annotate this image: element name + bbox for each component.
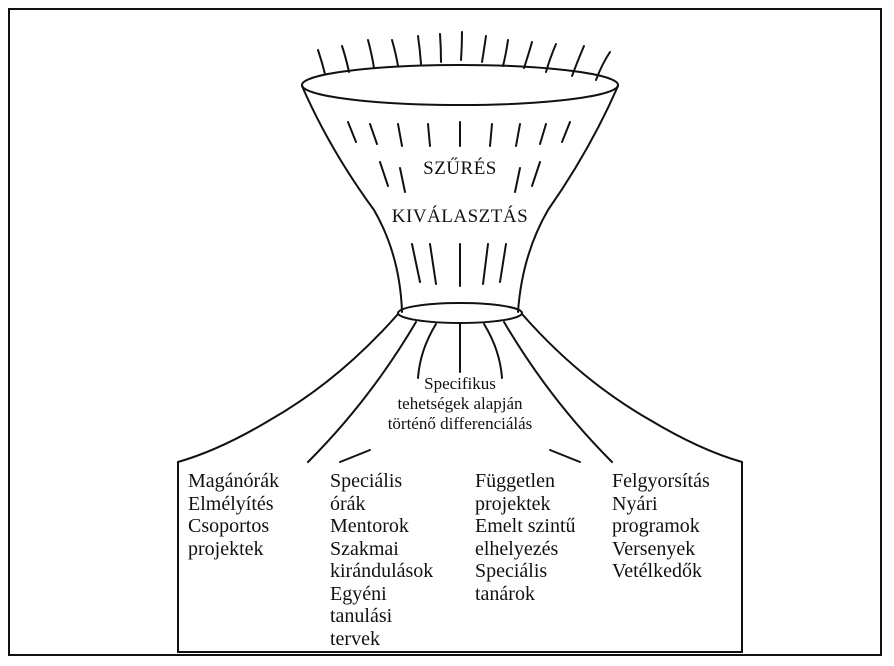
list-item: Független [475, 470, 576, 493]
list-item: kirándulások [330, 560, 433, 583]
funnel-top-ellipse [302, 65, 618, 105]
list-item: elhelyezés [475, 538, 576, 561]
list-item: tervek [330, 628, 433, 651]
list-item: Versenyek [612, 538, 710, 561]
list-item: Egyéni [330, 583, 433, 606]
list-item: Magánórák [188, 470, 279, 493]
column-private-lessons: Magánórák Elmélyítés Csoportos projektek [188, 470, 279, 560]
funnel-left-side [302, 86, 402, 312]
list-item: Csoportos [188, 515, 279, 538]
list-item: Emelt szintű [475, 515, 576, 538]
selection-label: KIVÁLASZTÁS [372, 206, 548, 228]
list-item: Nyári [612, 493, 710, 516]
column-independent-projects: Független projektek Emelt szintű elhelye… [475, 470, 576, 605]
differentiation-line: Specifikus [370, 374, 550, 394]
filtering-label: SZŰRÉS [412, 158, 508, 180]
list-item: Vetélkedők [612, 560, 710, 583]
column-acceleration: Felgyorsítás Nyári programok Versenyek V… [612, 470, 710, 583]
column-special-classes: Speciális órák Mentorok Szakmai kirándul… [330, 470, 433, 650]
list-item: Felgyorsítás [612, 470, 710, 493]
list-item: tanárok [475, 583, 576, 606]
funnel-right-side [518, 86, 618, 312]
differentiation-line: tehetségek alapján [370, 394, 550, 414]
list-item: projektek [188, 538, 279, 561]
input-wisps [318, 32, 610, 80]
list-item: programok [612, 515, 710, 538]
funnel-inner-strokes [348, 122, 570, 286]
list-item: órák [330, 493, 433, 516]
list-item: Speciális [330, 470, 433, 493]
list-item: Elmélyítés [188, 493, 279, 516]
list-item: Speciális [475, 560, 576, 583]
funnel-neck-ellipse [398, 303, 522, 323]
list-item: tanulási [330, 605, 433, 628]
differentiation-line: történő differenciálás [370, 414, 550, 434]
list-item: Mentorok [330, 515, 433, 538]
differentiation-text: Specifikus tehetségek alapján történő di… [370, 374, 550, 434]
list-item: projektek [475, 493, 576, 516]
list-item: Szakmai [330, 538, 433, 561]
